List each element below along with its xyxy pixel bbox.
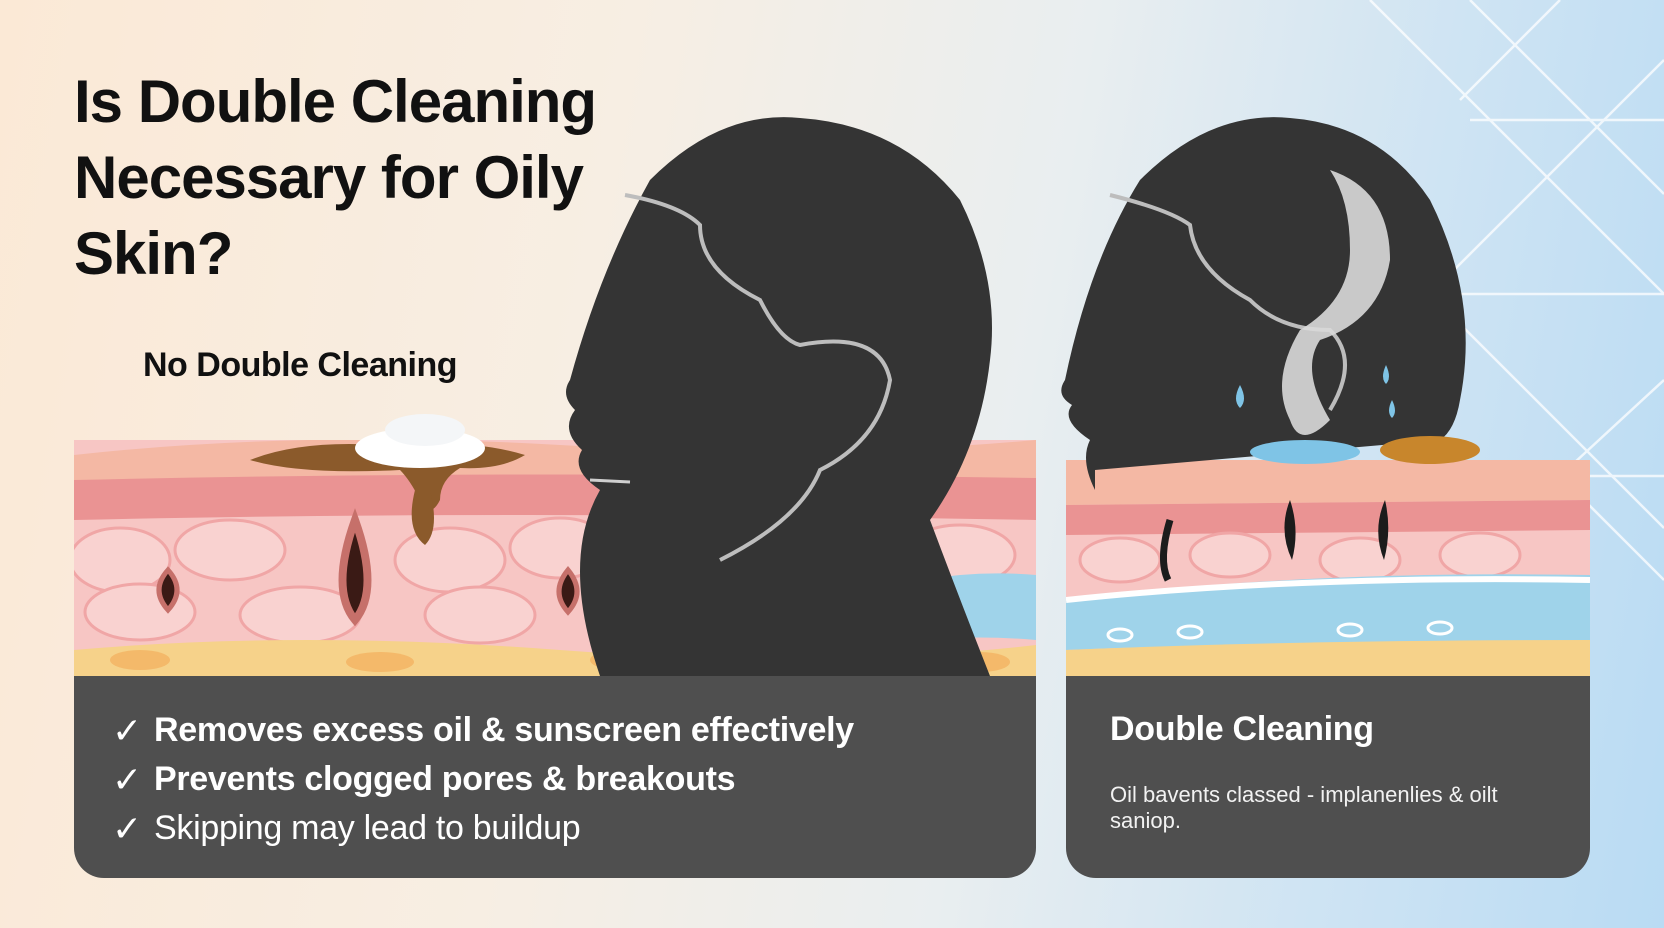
checkmark-icon: ✓ <box>112 759 142 800</box>
checkmark-icon: ✓ <box>112 808 142 849</box>
double-cleaning-description: Oil bavents classed - implanenlies & oil… <box>1110 782 1498 833</box>
checkmark-icon: ✓ <box>112 710 142 751</box>
list-item: ✓ Removes excess oil & sunscreen effecti… <box>112 706 1036 755</box>
benefit-text: Skipping may lead to buildup <box>154 809 581 847</box>
list-item: ✓ Skipping may lead to buildup <box>112 804 1036 853</box>
list-item: ✓ Prevents clogged pores & breakouts <box>112 755 1036 804</box>
steam-swirl <box>1282 170 1390 435</box>
benefits-panel: ✓ Removes excess oil & sunscreen effecti… <box>74 676 1036 878</box>
double-cleaning-title: Double Cleaning <box>1110 710 1374 748</box>
benefit-text: Removes excess oil & sunscreen effective… <box>154 711 854 749</box>
right-head-silhouette <box>1061 117 1466 490</box>
page-title: Is Double Cleaning Necessary for Oily Sk… <box>74 68 597 287</box>
double-cleaning-panel: Double Cleaning Oil bavents classed - im… <box>1066 676 1590 878</box>
benefits-list: ✓ Removes excess oil & sunscreen effecti… <box>74 676 1036 853</box>
right-skin-cross-section <box>1066 460 1590 680</box>
left-section-label: No Double Cleaning <box>143 346 458 384</box>
left-head-silhouette <box>566 117 992 676</box>
benefit-text: Prevents clogged pores & breakouts <box>154 760 736 798</box>
